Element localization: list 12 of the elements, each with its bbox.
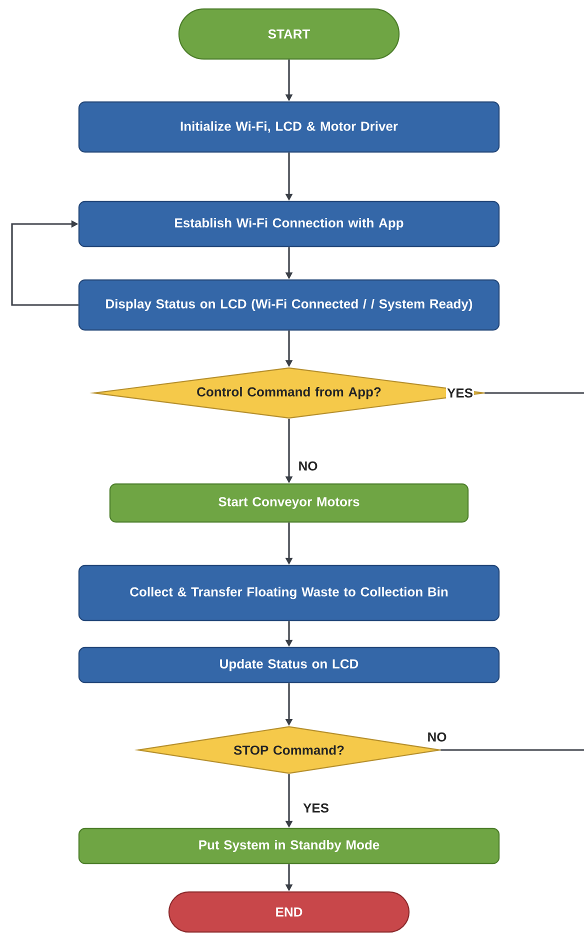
process-box: Put System in Standby Mode bbox=[78, 828, 500, 864]
edge-label: YES bbox=[303, 803, 328, 813]
process-box: Initialize Wi-Fi, LCD & Motor Driver bbox=[78, 101, 500, 153]
process-box: Start Conveyor Motors bbox=[109, 483, 469, 523]
edge-label: NO bbox=[428, 732, 446, 742]
process-box: Display Status on LCD (Wi-Fi Connected / / System Ready) bbox=[78, 279, 500, 331]
process-box: Establish Wi-Fi Connection with App bbox=[78, 200, 500, 248]
edge-label: NO bbox=[299, 461, 318, 471]
arrow bbox=[11, 220, 78, 306]
process-box: Collect & Transfer Floating Waste to Collection Bin bbox=[78, 564, 500, 622]
process-box: Update Status on LCD bbox=[78, 646, 500, 684]
edge-label: YES bbox=[447, 388, 472, 398]
